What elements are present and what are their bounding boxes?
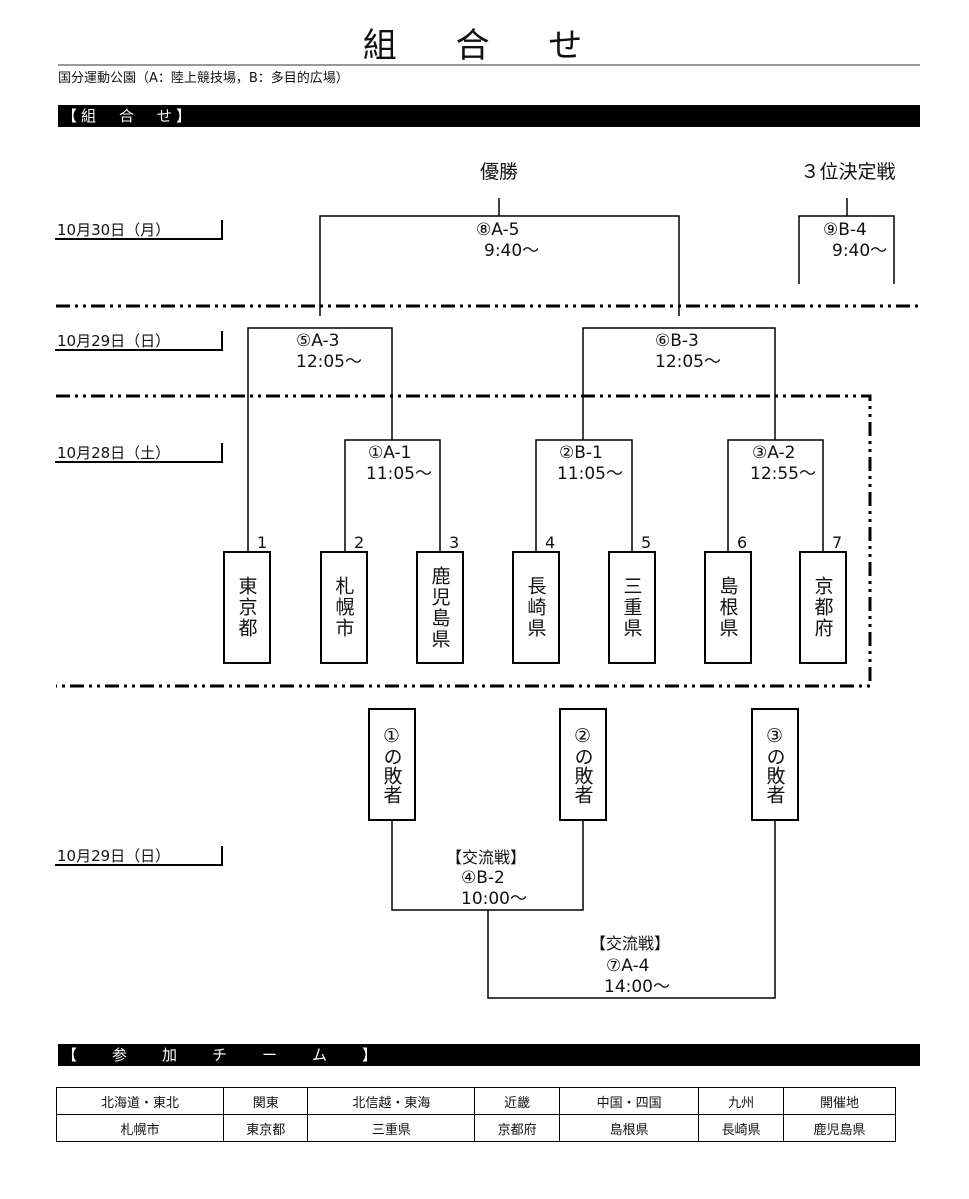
match-9-time: 9:40～ bbox=[832, 241, 888, 261]
seed-number: 2 bbox=[354, 533, 365, 552]
match-1-code: ①A-1 bbox=[368, 443, 412, 463]
region-cell: 北信越・東海 bbox=[307, 1087, 476, 1115]
seed-number: 1 bbox=[257, 533, 268, 552]
team-box: 長崎県 bbox=[512, 551, 560, 664]
title-rule bbox=[58, 64, 920, 66]
loser-box: ②の敗者 bbox=[559, 708, 607, 821]
region-cell: 関東 bbox=[222, 1087, 309, 1115]
table-row: 北海道・東北 関東 北信越・東海 近畿 中国・四国 九州 開催地 bbox=[56, 1087, 897, 1115]
team-box: 三重県 bbox=[608, 551, 656, 664]
team-cell: 長崎県 bbox=[698, 1114, 784, 1142]
match-8-code: ⑧A-5 bbox=[476, 220, 520, 240]
loser-box: ①の敗者 bbox=[368, 708, 416, 821]
region-cell: 北海道・東北 bbox=[56, 1087, 224, 1115]
region-cell: 開催地 bbox=[782, 1087, 897, 1115]
team-cell: 札幌市 bbox=[56, 1114, 224, 1142]
match-5-time: 12:05～ bbox=[296, 352, 362, 372]
venue-note: 国分運動公園（A：陸上競技場，B：多目的広場） bbox=[58, 71, 349, 86]
team-box: 島根県 bbox=[704, 551, 752, 664]
match-3-time: 12:55～ bbox=[750, 464, 816, 484]
match-2-code: ②B-1 bbox=[559, 443, 603, 463]
team-cell: 鹿児島県 bbox=[782, 1114, 897, 1142]
match-7-time: 14:00～ bbox=[604, 977, 670, 997]
match-4-time: 10:00～ bbox=[461, 889, 527, 909]
team-cell: 島根県 bbox=[558, 1114, 700, 1142]
seed-number: 5 bbox=[641, 533, 652, 552]
match-5-code: ⑤A-3 bbox=[296, 331, 340, 351]
loser-box: ③の敗者 bbox=[751, 708, 799, 821]
match-4-code: ④B-2 bbox=[461, 868, 505, 888]
team-box: 鹿児島県 bbox=[416, 551, 464, 664]
date-label-oct29: 10月29日（日） bbox=[55, 331, 223, 351]
participating-teams-table: 北海道・東北 関東 北信越・東海 近畿 中国・四国 九州 開催地 札幌市 東京都… bbox=[56, 1087, 897, 1142]
seed-number: 7 bbox=[832, 533, 843, 552]
date-label-oct28: 10月28日（土） bbox=[55, 443, 223, 463]
team-cell: 東京都 bbox=[222, 1114, 309, 1142]
team-cell: 京都府 bbox=[474, 1114, 560, 1142]
team-cell: 三重県 bbox=[307, 1114, 476, 1142]
region-cell: 近畿 bbox=[474, 1087, 560, 1115]
match-3-code: ③A-2 bbox=[752, 443, 796, 463]
match-7-tag: 【交流戦】 bbox=[590, 934, 671, 953]
match-1-time: 11:05～ bbox=[366, 464, 432, 484]
date-label-oct29-exchange: 10月29日（日） bbox=[55, 846, 223, 866]
match-6-time: 12:05～ bbox=[655, 352, 721, 372]
match-8-time: 9:40～ bbox=[484, 241, 540, 261]
date-label-oct30: 10月30日（月） bbox=[55, 220, 223, 240]
team-box: 京都府 bbox=[799, 551, 847, 664]
seed-number: 3 bbox=[449, 533, 460, 552]
region-cell: 九州 bbox=[698, 1087, 784, 1115]
seed-number: 4 bbox=[545, 533, 556, 552]
team-box: 札幌市 bbox=[320, 551, 368, 664]
team-box: 東京都 bbox=[223, 551, 271, 664]
champion-heading: 優勝 bbox=[479, 161, 518, 183]
section-header-kumiawase: 【組 合 せ】 bbox=[58, 105, 920, 127]
match-7-code: ⑦A-4 bbox=[606, 956, 650, 976]
third-place-heading: ３位決定戦 bbox=[800, 161, 896, 183]
match-4-tag: 【交流戦】 bbox=[446, 848, 527, 867]
match-2-time: 11:05～ bbox=[557, 464, 623, 484]
match-6-code: ⑥B-3 bbox=[655, 331, 699, 351]
match-9-code: ⑨B-4 bbox=[823, 220, 867, 240]
region-cell: 中国・四国 bbox=[558, 1087, 700, 1115]
seed-number: 6 bbox=[737, 533, 748, 552]
page-title: 組 合 せ bbox=[362, 26, 607, 66]
table-row: 札幌市 東京都 三重県 京都府 島根県 長崎県 鹿児島県 bbox=[56, 1114, 897, 1142]
section-header-teams: 【 参 加 チ ー ム 】 bbox=[58, 1044, 920, 1066]
